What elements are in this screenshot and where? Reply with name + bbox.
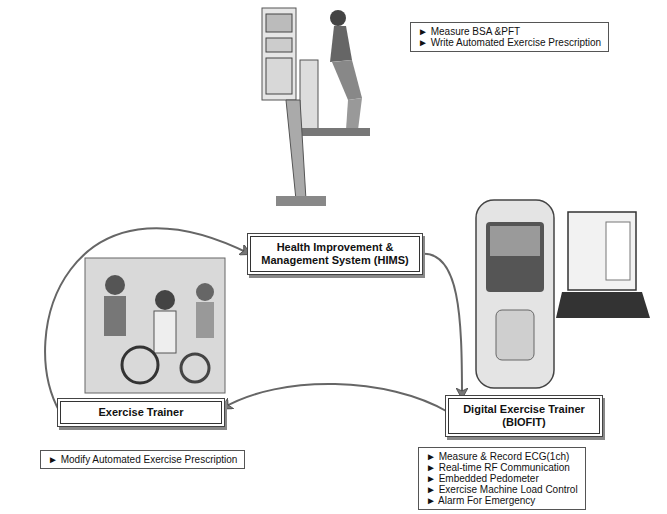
laptop-icon bbox=[556, 212, 650, 318]
hims-illustration bbox=[262, 8, 370, 206]
bullet-text: ► Measure & Record ECG(1ch) bbox=[426, 451, 578, 462]
cycle-arrow bbox=[420, 254, 462, 398]
system-label-box: Digital Exercise Trainer (BIOFIT) bbox=[448, 398, 600, 434]
box-label: Digital Exercise Trainer (BIOFIT) bbox=[455, 403, 593, 429]
bullet-text: ► Alarm For Emergency bbox=[426, 495, 578, 506]
bullet-text: ► Write Automated Exercise Prescription bbox=[418, 37, 601, 48]
bullet-text: ► Exercise Machine Load Control bbox=[426, 484, 578, 495]
bullet-text: ► Embedded Pedometer bbox=[426, 473, 578, 484]
system-label-box: Health Improvement & Management System (… bbox=[250, 236, 420, 272]
cycle-arrow bbox=[45, 228, 250, 412]
box-label: Health Improvement & Management System (… bbox=[257, 241, 413, 267]
bullet-box: ► Modify Automated Exercise Prescription bbox=[40, 450, 245, 469]
bullet-box: ► Measure & Record ECG(1ch)► Real-time R… bbox=[418, 447, 586, 510]
biofit-device bbox=[476, 200, 554, 388]
bullet-text: ► Measure BSA &PFT bbox=[418, 26, 601, 37]
bullet-text: ► Real-time RF Communication bbox=[426, 462, 578, 473]
cycle-arrow bbox=[222, 384, 448, 412]
bullet-text: ► Modify Automated Exercise Prescription bbox=[48, 454, 237, 465]
exercise-photo bbox=[85, 258, 225, 393]
bullet-box: ► Measure BSA &PFT► Write Automated Exer… bbox=[410, 22, 609, 52]
system-label-box: Exercise Trainer bbox=[60, 401, 222, 424]
box-label: Exercise Trainer bbox=[67, 406, 215, 419]
